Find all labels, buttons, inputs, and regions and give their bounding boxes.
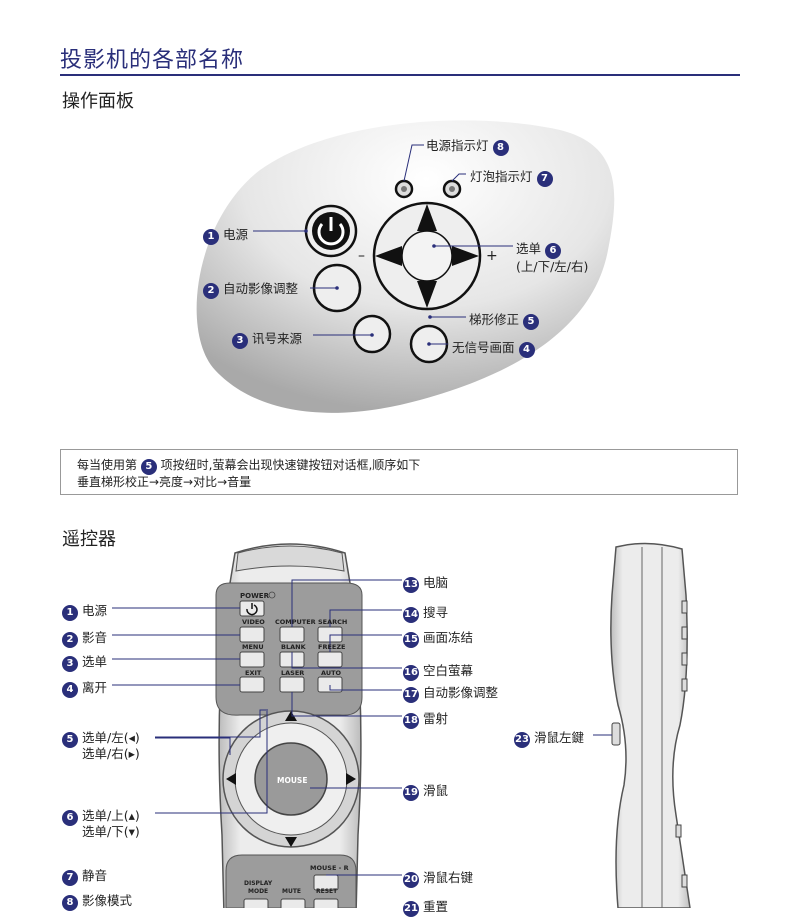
remote-callout-blank: 16 空白萤幕 (403, 660, 473, 681)
remote-label-auto: AUTO (321, 669, 342, 677)
remote-label-mute: MUTE (282, 888, 302, 895)
panel-section-title: 操作面板 (62, 91, 134, 112)
remote-label-video: VIDEO (242, 618, 265, 626)
note-line-1: 每当使用第 5 项按纽时,萤幕会出现快速键按钮对话框,顺序如下 (77, 457, 420, 475)
remote-video-button (239, 626, 265, 643)
remote-callout-mouse-right: 20 滑鼠右键 (403, 867, 473, 888)
remote-label-blank: BLANK (281, 643, 306, 651)
callout-auto-adjust: 2 自动影像调整 (203, 278, 298, 299)
page-title: 投影机的各部名称 (60, 48, 245, 73)
callout-lamp-indicator: 灯泡指示灯 7 (470, 166, 553, 187)
remote-label-search: SEARCH (318, 618, 348, 626)
remote-label-display: DISPLAY (244, 880, 273, 887)
remote-laser-button (279, 676, 305, 693)
remote-callout-mute: 7 静音 (62, 865, 107, 886)
remote-label-computer: COMPUTER (275, 618, 316, 626)
remote-callout-menu-left: 5 选单/左(◂) (62, 727, 140, 748)
remote-display-mode-button (243, 898, 269, 908)
remote-label-freeze: FREEZE (318, 643, 346, 651)
remote-label-display-mode: MODE (248, 888, 269, 895)
remote-mouse-pad (254, 742, 328, 816)
callout-menu-directions: (上/下/左/右) (516, 259, 589, 274)
note-line-2: 垂直梯形校正→亮度→对比→音量 (77, 475, 252, 489)
remote-label-reset: RESET (316, 888, 338, 895)
remote-callout-menu-right: 选单/右(▸) (82, 746, 140, 761)
remote-diagram (112, 542, 691, 908)
remote-exit-button (239, 676, 265, 693)
callout-keystone: 梯形修正 5 (469, 309, 539, 330)
remote-callout-video: 2 影音 (62, 627, 107, 648)
remote-callout-auto-adjust: 17 自动影像调整 (403, 682, 498, 703)
control-panel-diagram (196, 120, 615, 413)
panel-plus-symbol: + (486, 248, 498, 264)
note-box (60, 449, 738, 495)
panel-minus-symbol: – (358, 248, 365, 264)
remote-auto-button (317, 676, 343, 693)
remote-callout-power: 1 电源 (62, 600, 107, 621)
remote-callout-reset: 21 重置 (403, 896, 448, 917)
callout-power: 1 电源 (203, 224, 248, 245)
remote-callout-freeze: 15 画面冻结 (403, 627, 473, 648)
remote-callout-display-mode: 8 影像模式 (62, 890, 132, 911)
remote-callout-search: 14 搜寻 (403, 602, 448, 623)
remote-callout-mouse-left: 23 滑鼠左鍵 (514, 727, 584, 748)
remote-mute-button (280, 898, 306, 908)
remote-label-power: POWER (240, 592, 269, 600)
remote-callout-menu-down: 选单/下(▾) (82, 824, 140, 839)
remote-callout-computer: 13 电脑 (403, 572, 448, 593)
remote-label-laser: LASER (281, 669, 305, 677)
remote-side-view (610, 542, 691, 908)
callout-blank: 无信号画面 4 (452, 337, 535, 358)
side-mouse-left-button (611, 722, 621, 746)
remote-reset-button (313, 898, 339, 908)
remote-callout-menu: 3 选单 (62, 651, 107, 672)
remote-callout-mouse: 19 滑鼠 (403, 780, 448, 801)
remote-computer-button (279, 626, 305, 643)
remote-freeze-button (317, 651, 343, 668)
remote-label-exit: EXIT (245, 669, 262, 677)
callout-menu: 选单 6 (516, 238, 561, 259)
callout-source: 3 讯号来源 (232, 328, 302, 349)
remote-label-menu: MENU (242, 643, 264, 651)
title-divider (60, 74, 740, 76)
remote-menu-button (239, 651, 265, 668)
callout-power-indicator: 电源指示灯 8 (426, 135, 509, 156)
remote-callout-exit: 4 离开 (62, 677, 107, 698)
remote-section-title: 遥控器 (62, 529, 116, 550)
remote-callout-laser: 18 雷射 (403, 708, 448, 729)
remote-label-mouse: MOUSE (277, 776, 308, 785)
remote-callout-menu-up: 6 选单/上(▴) (62, 805, 140, 826)
remote-label-mouse-r: MOUSE - R (310, 864, 349, 872)
